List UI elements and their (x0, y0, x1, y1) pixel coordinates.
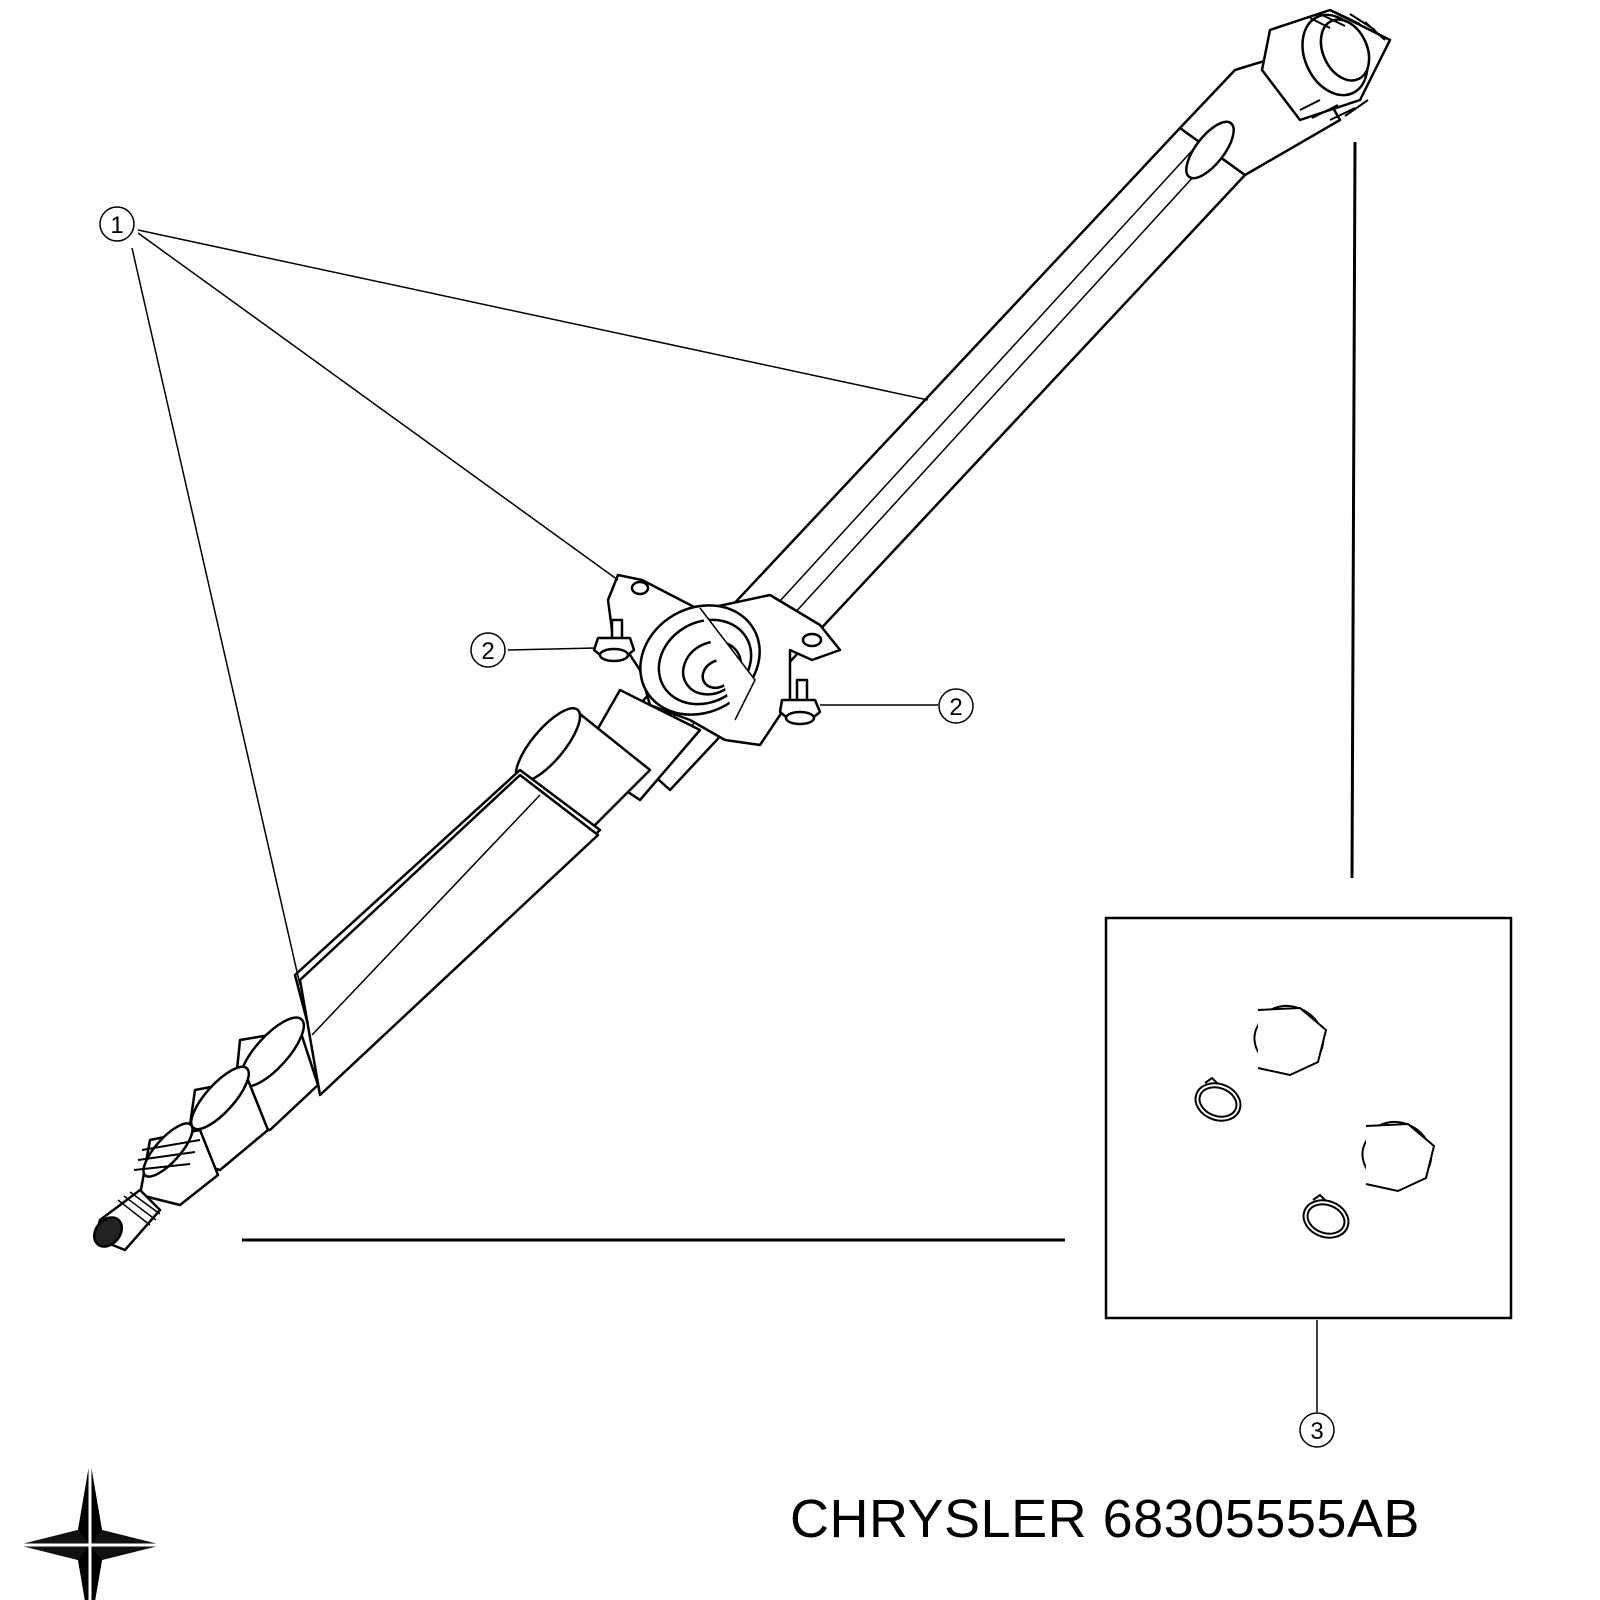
retaining-clip-2 (1302, 1193, 1350, 1239)
leader-lines (131, 229, 1318, 1412)
svg-text:2: 2 (949, 694, 962, 721)
leader-1-a (137, 229, 929, 401)
callout-3: 3 (1299, 1412, 1335, 1448)
rear-tube (298, 773, 600, 1097)
bearing-2 (1361, 1120, 1436, 1193)
callout-2a: 2 (470, 632, 506, 668)
leader-2a (507, 647, 597, 651)
retaining-clip-1 (1194, 1076, 1242, 1122)
bolt-right (778, 678, 822, 726)
chrysler-pentastar-logo (18, 1460, 162, 1600)
svg-text:3: 3 (1310, 1418, 1323, 1445)
front-coupling (1260, 8, 1392, 122)
drive-shaft (92, 8, 1392, 1252)
leader-1-c (131, 247, 301, 986)
bolt-left (592, 618, 636, 663)
part-number: 68305555AB (1102, 1489, 1420, 1549)
callout-2b: 2 (938, 688, 974, 724)
svg-text:1: 1 (110, 212, 123, 239)
leader-1-b (137, 232, 619, 581)
vertical-reference-line (1350, 141, 1357, 879)
callout-1: 1 (99, 206, 135, 242)
svg-text:2: 2 (481, 638, 494, 665)
bearing-1 (1253, 1004, 1328, 1077)
part-caption: CHRYSLER 68305555AB (790, 1488, 1420, 1550)
inset-kit-box (1104, 916, 1513, 1320)
brand-name: CHRYSLER (790, 1489, 1088, 1549)
